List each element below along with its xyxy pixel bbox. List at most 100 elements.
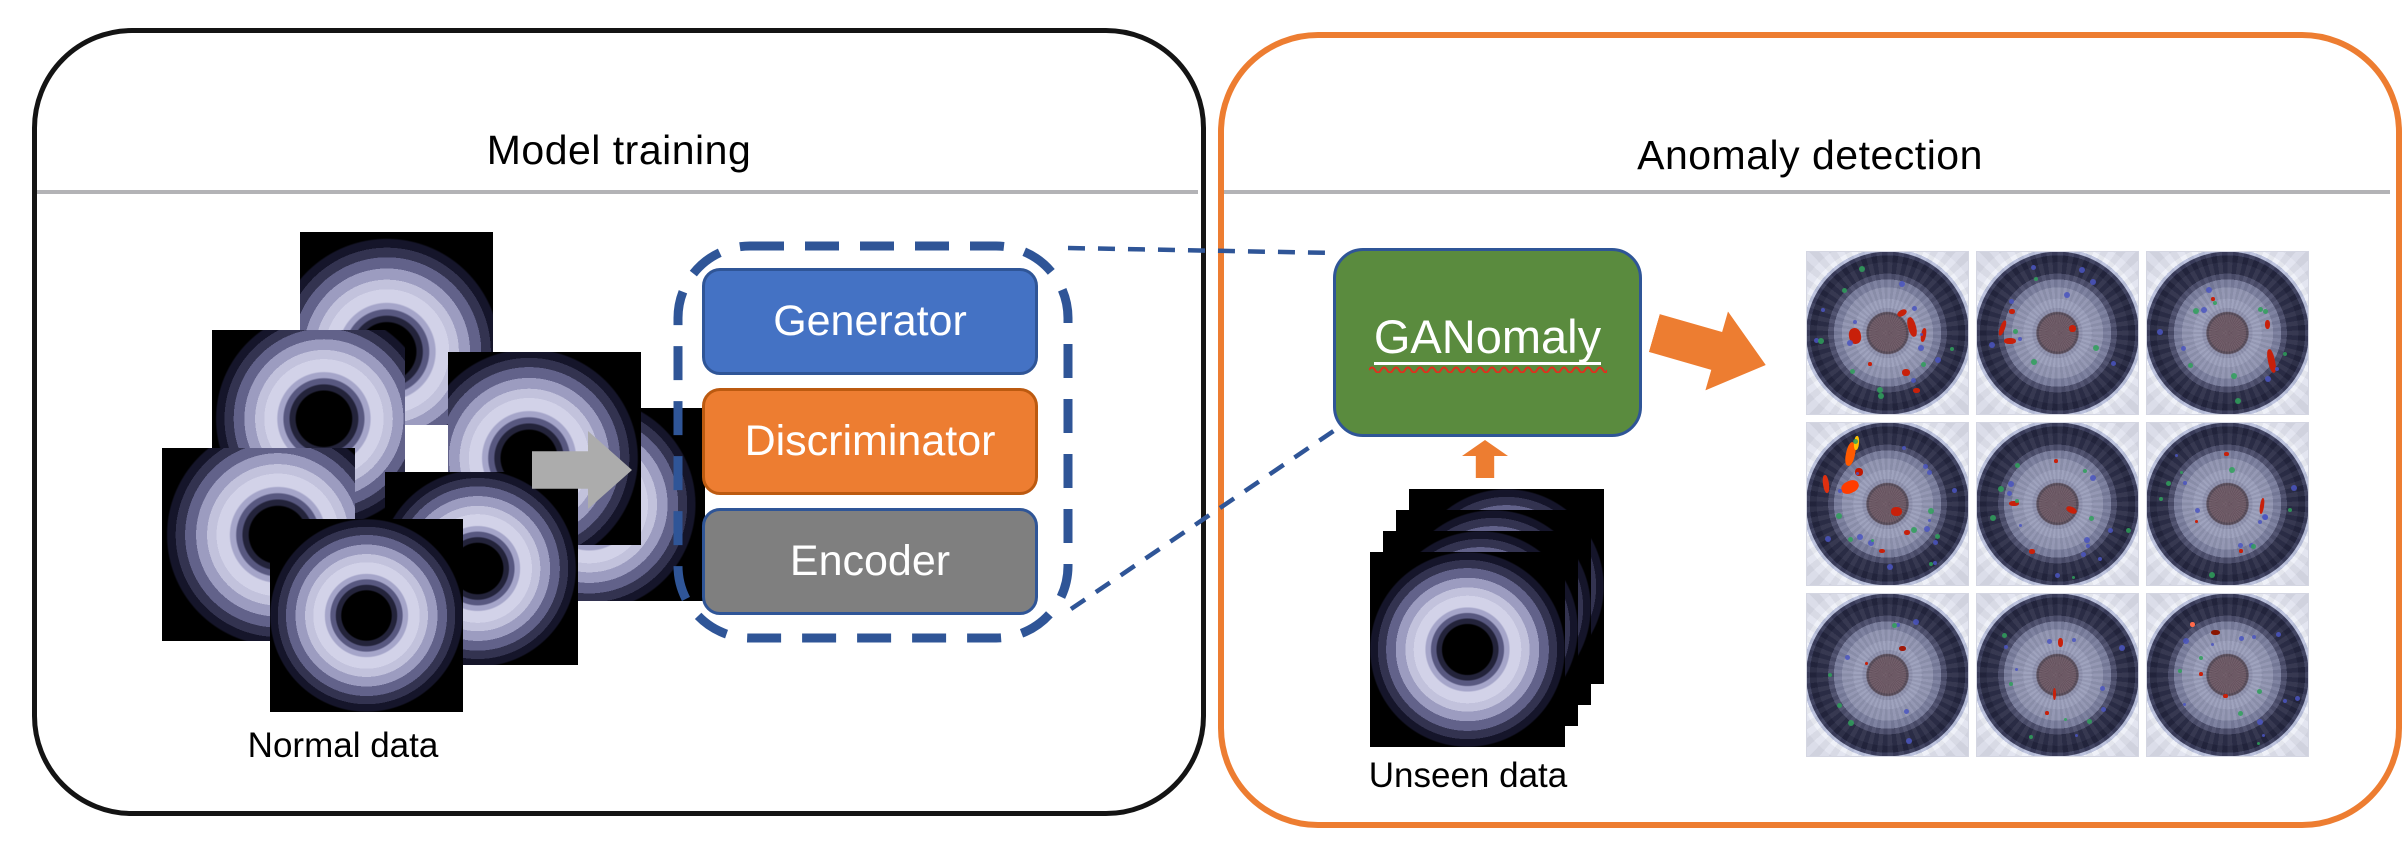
annotation-speck-blue — [2085, 544, 2090, 549]
encoder-box: Encoder — [702, 508, 1038, 615]
annotation-speck-blue — [2262, 514, 2268, 520]
annotation-speck-blue — [2007, 481, 2014, 488]
annotation-speck-green — [1848, 719, 1855, 726]
annotation-speck-blue — [1904, 708, 1910, 714]
annotation-speck-blue — [1934, 356, 1941, 363]
anomaly-mark — [2064, 505, 2078, 516]
annotation-speck-green — [1934, 534, 1940, 540]
annotation-speck-green — [2228, 466, 2235, 473]
anomaly-mark — [2009, 308, 2016, 314]
anomaly-mark — [1855, 468, 1864, 477]
annotation-speck-blue — [1905, 737, 1912, 744]
annotation-speck-green — [1891, 622, 1897, 628]
annotation-speck-blue — [2294, 695, 2300, 701]
annotation-speck-blue — [1911, 378, 1917, 384]
annotation-speck-blue — [2031, 264, 2037, 270]
annotation-speck-green — [2029, 735, 2034, 740]
annotation-speck-green — [2282, 351, 2287, 356]
annotation-speck-blue — [2257, 520, 2262, 525]
anomaly-mark — [2264, 320, 2270, 330]
annotation-speck-green — [2009, 681, 2014, 686]
annotation-speck-blue — [1814, 337, 1820, 343]
annotation-speck-green — [2126, 527, 2132, 533]
anomaly-mark — [2258, 497, 2265, 514]
annotation-speck-blue — [1868, 539, 1875, 546]
annotation-speck-blue — [2238, 635, 2244, 641]
encoder-label: Encoder — [789, 537, 951, 585]
spellcheck-squiggle — [1368, 366, 1607, 374]
annotation-speck-blue — [1856, 471, 1860, 475]
annotation-speck-blue — [1895, 622, 1900, 627]
annotation-speck-green — [2187, 363, 2193, 369]
annotation-speck-blue — [2018, 336, 2023, 341]
anomaly-mark — [1864, 662, 1868, 666]
anomaly-mark — [1839, 478, 1861, 497]
anomaly-mark — [1879, 549, 1886, 554]
annotation-speck-blue — [2004, 645, 2009, 650]
scan-image — [1370, 552, 1565, 747]
annotation-speck-blue — [1932, 540, 1938, 546]
normal-data-label: Normal data — [247, 726, 439, 765]
annotation-speck-blue — [1988, 342, 1995, 349]
annotation-speck-blue — [2099, 685, 2105, 691]
annotation-speck-green — [1928, 562, 1933, 567]
annotation-speck-blue — [1918, 344, 1925, 351]
annotation-speck-blue — [2262, 733, 2266, 737]
model-training-title: Model training — [486, 127, 752, 174]
annotation-speck-green — [1841, 287, 1847, 293]
anomaly-mark — [1896, 308, 1908, 319]
annotation-speck-blue — [2014, 668, 2018, 671]
anomaly-mark — [1821, 474, 1831, 494]
annotation-speck-blue — [2205, 286, 2212, 293]
annotation-speck-blue — [2107, 527, 2113, 533]
title-separator-line — [1220, 190, 2390, 194]
annotation-speck-blue — [1837, 488, 1842, 493]
annotation-speck-blue — [1852, 320, 1857, 325]
annotation-speck-blue — [1820, 307, 1825, 312]
annotation-speck-green — [2287, 508, 2292, 513]
annotation-speck-green — [1927, 508, 1934, 515]
annotation-speck-green — [1877, 387, 1884, 394]
annotation-speck-blue — [1898, 281, 1905, 288]
annotation-speck-green — [2257, 741, 2261, 745]
anomaly-mark — [1905, 316, 1919, 338]
annotation-speck-green — [2013, 329, 2019, 335]
anomaly-detection-title: Anomaly detection — [1637, 132, 1983, 179]
annotation-speck-blue — [1911, 305, 1917, 311]
annotation-speck-blue — [2089, 279, 2096, 286]
annotation-speck-green — [1920, 362, 1926, 368]
annotation-speck-green — [1989, 515, 1996, 522]
annotation-speck-blue — [1887, 563, 1894, 570]
annotation-speck-blue — [1952, 487, 1958, 493]
annotation-speck-green — [2234, 398, 2241, 405]
result-cell — [1976, 593, 2139, 757]
anomaly-mark — [1868, 362, 1873, 367]
annotation-speck-green — [2063, 718, 2067, 722]
annotation-speck-green — [2093, 344, 2100, 351]
result-cell — [1806, 422, 1969, 586]
model-training-panel: Model training — [32, 28, 1206, 816]
anomaly-mark — [2057, 637, 2063, 647]
annotation-speck-green — [2082, 468, 2087, 473]
unseen-data-label: Unseen data — [1368, 756, 1568, 795]
annotation-speck-green — [2034, 277, 2039, 282]
anomaly-mark — [2211, 629, 2221, 635]
anomaly-mark — [2068, 324, 2076, 332]
annotation-speck-blue — [2182, 638, 2189, 645]
anomaly-mark — [1898, 645, 1906, 651]
annotation-speck-green — [1835, 512, 1842, 519]
annotation-speck-blue — [1919, 333, 1923, 336]
annotation-speck-blue — [2183, 480, 2188, 485]
annotation-speck-blue — [2256, 719, 2263, 726]
annotation-speck-blue — [2238, 542, 2244, 548]
annotation-speck-blue — [2264, 376, 2271, 383]
annotation-speck-green — [2256, 688, 2262, 694]
annotation-speck-green — [1997, 485, 2004, 492]
annotation-speck-green — [2015, 498, 2020, 503]
anomaly-mark — [2222, 694, 2228, 699]
annotation-speck-blue — [1923, 463, 1929, 469]
title-separator-line — [32, 190, 1198, 194]
anomaly-mark — [2004, 337, 2017, 344]
result-cell — [1806, 593, 1969, 757]
